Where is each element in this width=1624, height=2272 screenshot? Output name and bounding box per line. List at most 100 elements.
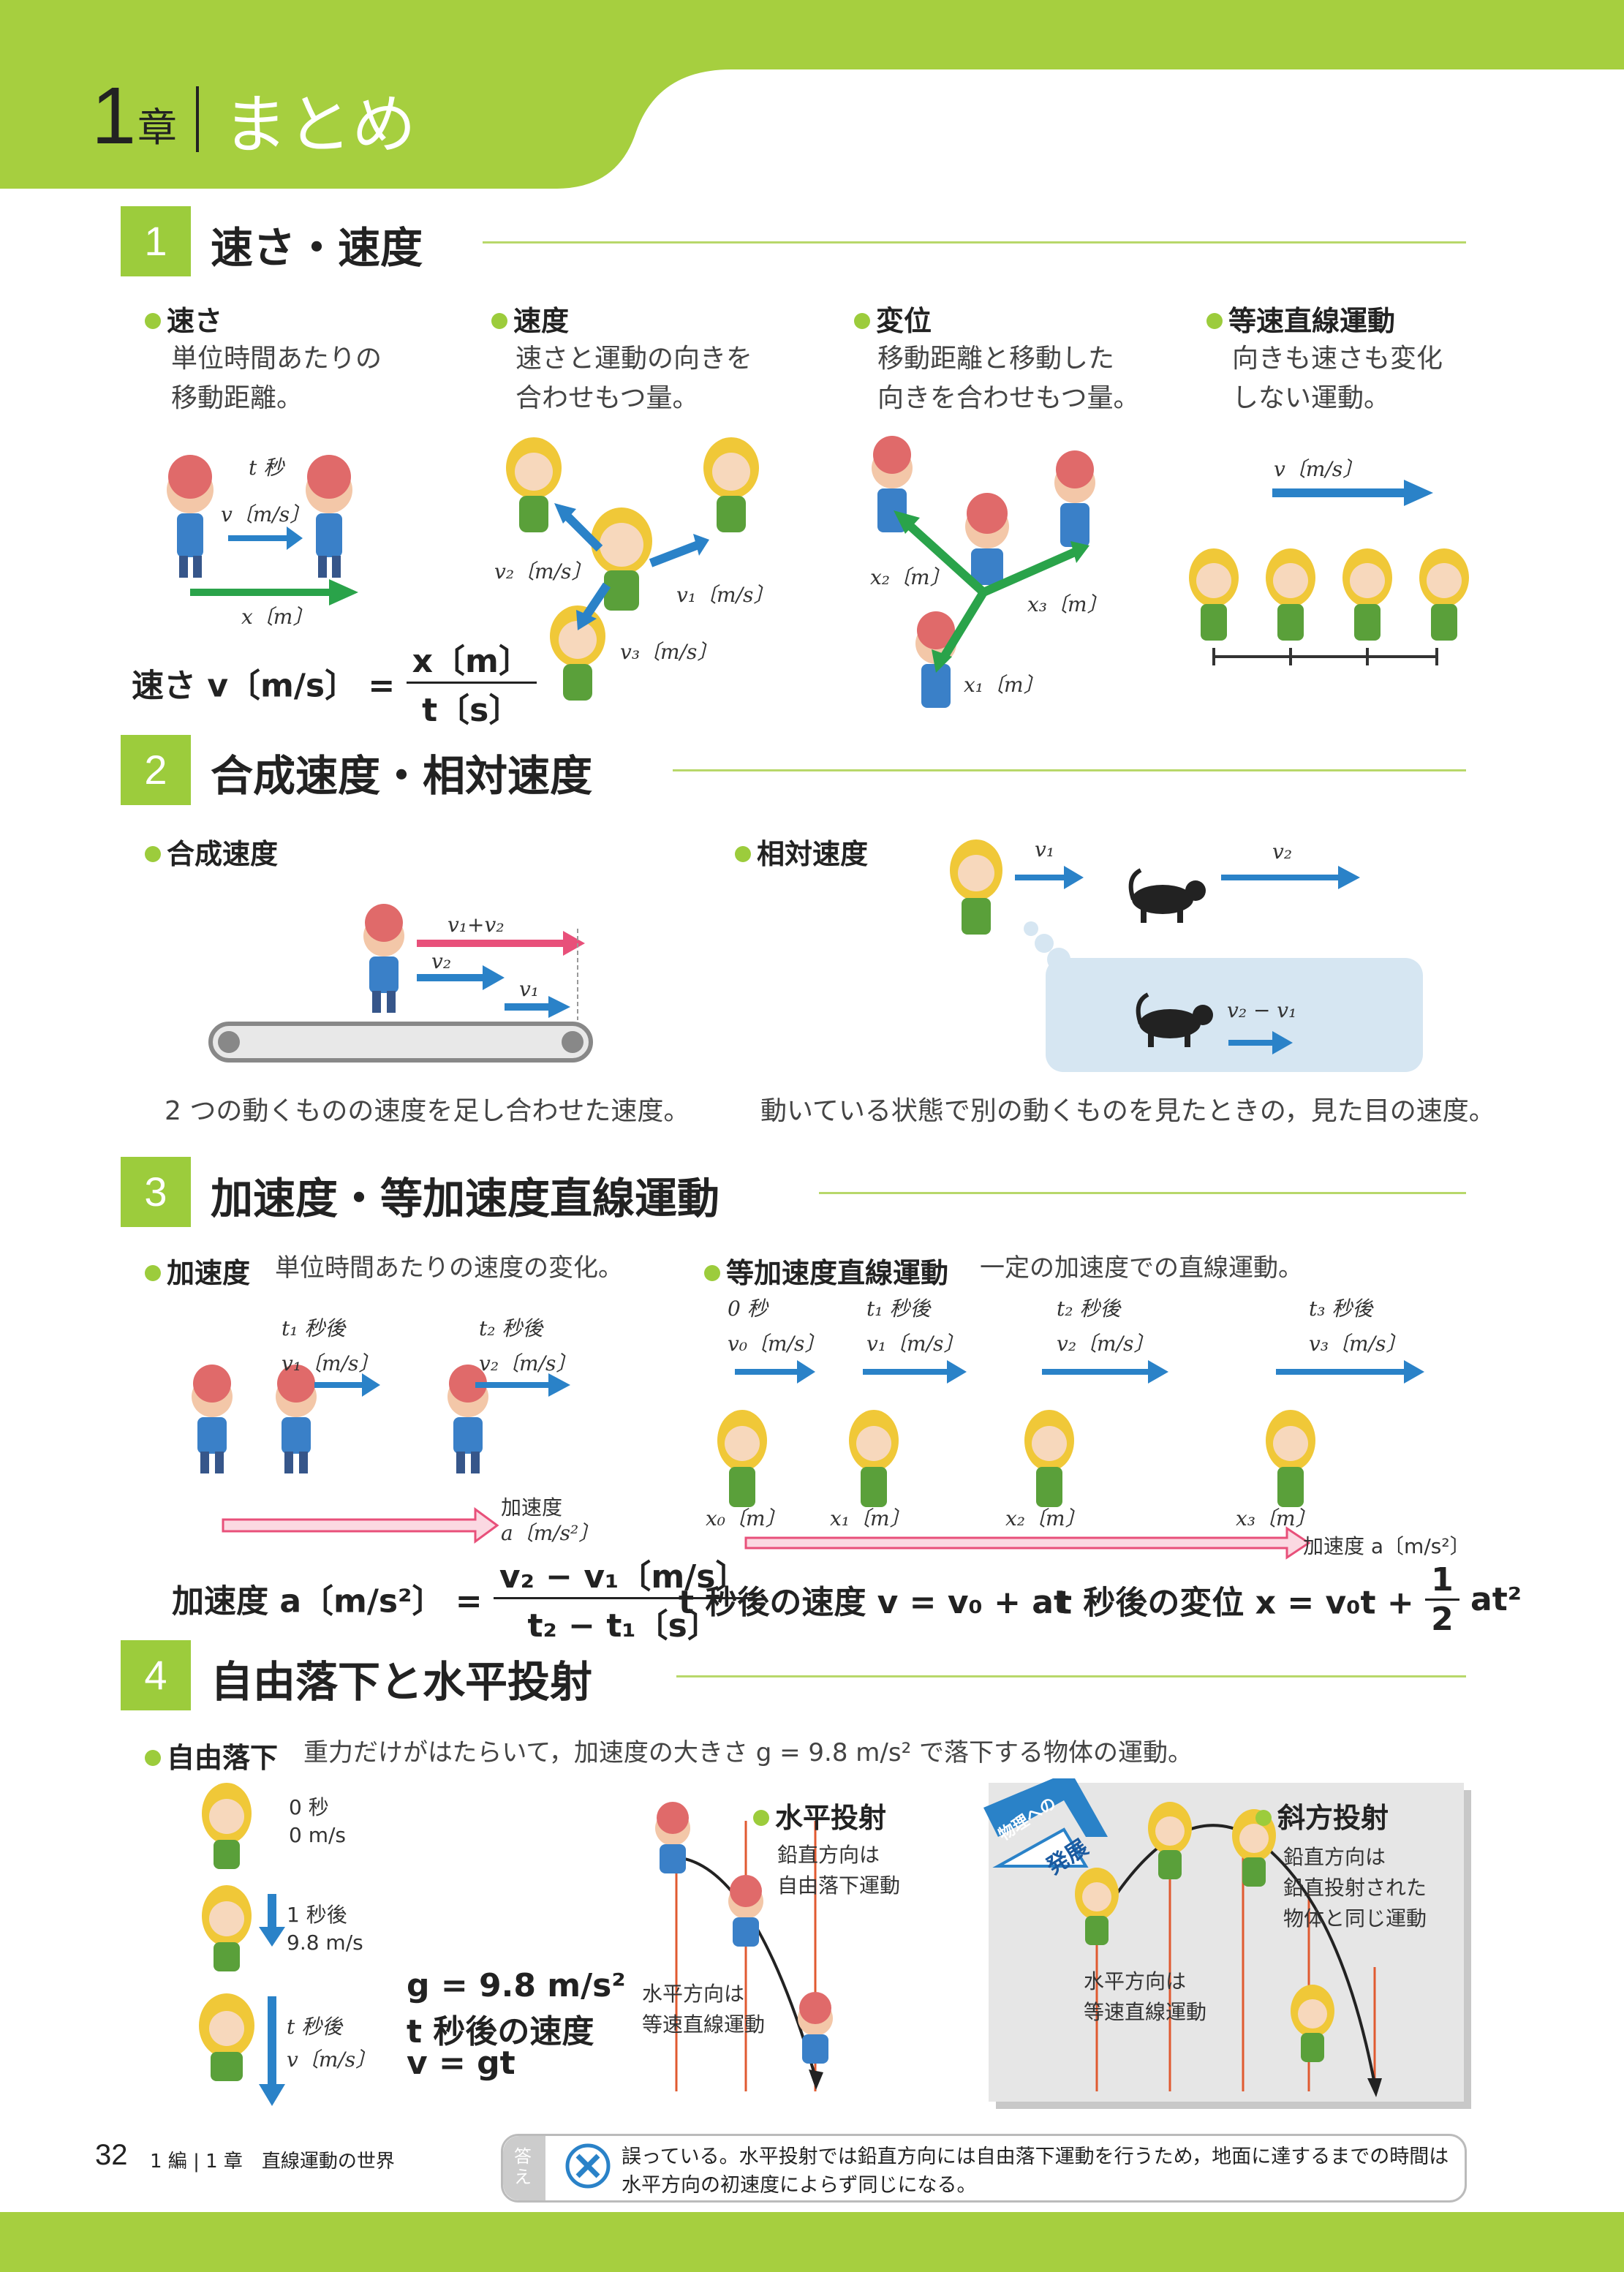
speed-desc-2: 移動距離。 [171, 383, 303, 413]
speed-fig-time: t 秒 [249, 456, 284, 480]
freefall-arrow-t [259, 1996, 285, 2106]
answer-box [501, 2134, 1467, 2203]
uam-accel-label: 加速度 a〔m/s²〕 [1303, 1534, 1470, 1558]
section-4-number: 4 [121, 1640, 191, 1710]
composite-sum-label: v₁+v₂ [447, 913, 505, 937]
distance-arrow [190, 579, 358, 605]
disp-formula-rhs: at² [1470, 1581, 1522, 1618]
disp-formula-lhs: t 秒後の変位 x = v₀t + [1057, 1584, 1414, 1622]
sum-arrow [417, 931, 585, 956]
answer-tag-label: 答え [514, 2146, 532, 2187]
accel-arrow [222, 1507, 499, 1544]
uam-pos-2: x₂〔m〕 [1005, 1506, 1086, 1531]
oblique-vert-2: 鉛直投射された [1283, 1876, 1427, 1900]
acceleration-desc: 単位時間あたりの速度の変化。 [275, 1253, 623, 1283]
section-2-rule [673, 769, 1466, 771]
uam-vel-2: v₂〔m/s〕 [1057, 1332, 1155, 1356]
freefall-arrow-1 [259, 1894, 285, 1947]
uam-arrow-2 [1042, 1360, 1168, 1384]
relative-v1-arrow [1015, 866, 1084, 889]
displacement-desc-2: 向きを合わせもつ量。 [877, 383, 1140, 413]
horizontal-projection-heading: 水平投射 [753, 1795, 886, 1835]
book-breadcrumb: 1 編 | 1 章 直線運動の世界 [150, 2151, 395, 2173]
horizontal-vert-2: 自由落下運動 [777, 1873, 901, 1898]
uam-time-0: 0 秒 [728, 1297, 768, 1321]
velocity-desc-2: 合わせもつ量。 [515, 383, 699, 413]
speed-figure [167, 455, 358, 605]
uniform-motion-heading: 等速直線運動 [1206, 298, 1395, 339]
freefall-t: t 秒後 [287, 2015, 343, 2039]
acceleration-heading: 加速度 [145, 1250, 250, 1291]
chapter-kanji: 章 [137, 105, 177, 151]
section-3-title: 加速度・等加速度直線運動 [211, 1174, 720, 1223]
accel-a-unit: a〔m/s²〕 [501, 1521, 600, 1545]
displacement-heading: 変位 [854, 298, 932, 339]
uniform-figure [1189, 480, 1469, 665]
speed-fig-x: x〔m〕 [241, 605, 314, 629]
accel-t2: t₂ 秒後 [479, 1316, 543, 1340]
gravity-formula-line3: v = gt [407, 2045, 515, 2082]
freefall-desc: 重力だけがはたらいて，加速度の大きさ g = 9.8 m/s² で落下する物体の… [303, 1738, 1193, 1767]
chapter-number: 1 [91, 71, 137, 161]
girl-figure-right [703, 437, 759, 532]
cat-figure [1128, 868, 1206, 923]
accel-a-label: 加速度 [501, 1495, 563, 1520]
disp-fig-x1: x₁〔m〕 [964, 673, 1044, 697]
x2-arrow [903, 519, 987, 596]
v2-arrow [559, 508, 603, 552]
freefall-heading: 自由落下 [145, 1735, 278, 1775]
oblique-projection-heading: 斜方投射 [1255, 1795, 1389, 1835]
composite-v2-label: v₂ [431, 949, 452, 973]
composite-velocity-heading: 合成速度 [145, 831, 278, 872]
velocity-formula: t 秒後の速度 v = v₀ + at [679, 1584, 1070, 1621]
relative-diff-arrow [1228, 1031, 1293, 1054]
v2-arrow [417, 965, 505, 990]
girl-observer [950, 839, 1002, 935]
speed-heading: 速さ [145, 298, 222, 339]
accel-v1: v₁〔m/s〕 [282, 1351, 379, 1375]
uniform-desc-2: しない運動。 [1232, 383, 1391, 413]
uniform-accel-figure [717, 1360, 1424, 1560]
cross-icon [565, 2143, 611, 2189]
v1-arrow [649, 540, 700, 567]
accel-t1: t₁ 秒後 [282, 1316, 346, 1340]
uam-vel-3: v₃〔m/s〕 [1309, 1332, 1407, 1356]
section-4-rule [676, 1675, 1466, 1677]
speed-formula-den: t〔s〕 [422, 692, 521, 729]
girl-figure-center [591, 507, 652, 611]
speed-formula: 速さ v〔m/s〕 = x〔m〕 t〔s〕 [132, 635, 537, 731]
cat-figure-in-panel [1136, 992, 1213, 1047]
disp-fig-x2: x₂〔m〕 [870, 565, 951, 589]
accel-formula-lhs: 加速度 a〔m/s²〕 = [172, 1582, 483, 1620]
girl-figure-left [506, 437, 562, 532]
composite-figure [208, 904, 593, 1063]
displacement-desc-1: 移動距離と移動した [877, 344, 1115, 374]
freefall-t1: 1 秒後 [287, 1903, 347, 1927]
speed-formula-lhs: 速さ v〔m/s〕 = [132, 667, 396, 705]
relative-v1-label: v₁ [1035, 837, 1055, 861]
gravity-formula: g = 9.8 m/s² [407, 1967, 626, 2004]
disp-formula-frac-den: 2 [1431, 1601, 1454, 1638]
oblique-projection-figure [1075, 1802, 1382, 2097]
speed-formula-num: x〔m〕 [406, 635, 537, 684]
section-4-title: 自由落下と水平投射 [211, 1657, 593, 1707]
uam-pos-3: x₃〔m〕 [1236, 1506, 1316, 1531]
boy-figure-1 [167, 455, 214, 578]
header-band [0, 0, 1624, 189]
section-1-rule [483, 241, 1466, 244]
boy-figure-topright [1054, 450, 1095, 547]
uam-pos-0: x₀〔m〕 [706, 1506, 786, 1531]
section-3-number: 3 [121, 1157, 191, 1227]
horizontal-projection-figure [655, 1802, 833, 2091]
oblique-vert-1: 鉛直方向は [1283, 1845, 1386, 1869]
girl-row [1189, 548, 1469, 641]
uam-time-3: t₃ 秒後 [1309, 1297, 1373, 1321]
relative-velocity-heading: 相対速度 [735, 831, 868, 872]
page-title: まとめ [223, 87, 417, 162]
boy-figure-2 [306, 455, 352, 578]
uam-pos-1: x₁〔m〕 [830, 1506, 910, 1531]
velocity-arrow [228, 527, 303, 550]
horizontal-vert-1: 鉛直方向は [777, 1843, 880, 1867]
uniform-desc-1: 向きも速さも変化 [1232, 344, 1443, 374]
accel-formula-num: v₂ − v₁〔m/s〕 [493, 1550, 754, 1599]
